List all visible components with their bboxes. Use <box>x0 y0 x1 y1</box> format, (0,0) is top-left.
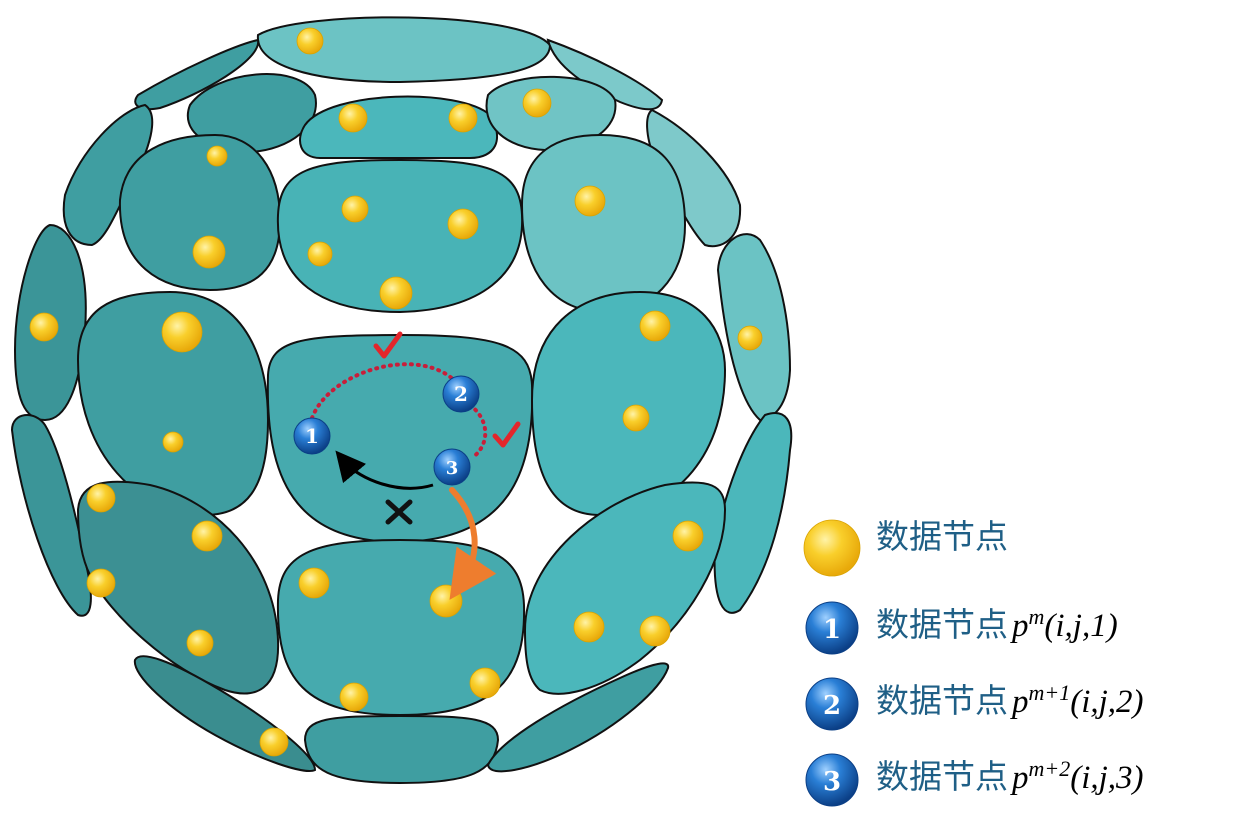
svg-text:3: 3 <box>823 767 841 797</box>
legend-text: 数据节点 <box>876 605 1008 644</box>
data-node <box>448 103 478 133</box>
data-node <box>339 682 369 712</box>
cell-upper-right-small <box>485 75 617 152</box>
data-node <box>341 195 369 223</box>
data-nodes <box>29 27 763 757</box>
data-node <box>338 103 368 133</box>
dotted-path-1-to-2 <box>310 362 458 420</box>
check-mark-icon <box>373 331 403 359</box>
cell-right-mid-upper <box>520 133 687 314</box>
data-node <box>186 629 214 657</box>
legend-text: 数据节点 <box>876 517 1008 556</box>
cell-right-mid <box>530 290 727 517</box>
blue-node-2-label: 2 <box>454 382 468 406</box>
legend-formula: pm+1(i,j,2) <box>1012 680 1144 720</box>
cell-far-right-lower <box>713 412 793 614</box>
data-node <box>522 88 552 118</box>
black-arrow-3-to-1 <box>335 450 434 490</box>
data-node <box>469 667 501 699</box>
data-node <box>447 208 479 240</box>
data-node <box>191 520 223 552</box>
data-node <box>161 311 203 353</box>
data-node <box>429 584 463 618</box>
yellow-data-node-icon <box>803 519 861 577</box>
cell-center-upper <box>276 158 524 314</box>
data-node <box>379 276 413 310</box>
legend-icons: 1 2 3 <box>803 519 861 807</box>
data-node <box>639 615 671 647</box>
data-node <box>29 312 59 342</box>
blue-node-3-label: 3 <box>446 458 459 479</box>
cross-mark-icon <box>385 499 413 525</box>
data-node <box>672 520 704 552</box>
data-node <box>298 567 330 599</box>
cell-right-lower <box>523 481 727 695</box>
blue-node-3: 3 <box>433 448 471 486</box>
cell-bottom-center <box>303 714 500 785</box>
sphere-cells <box>10 16 793 785</box>
data-node <box>206 145 228 167</box>
routing-annotations <box>310 331 521 600</box>
cell-top-center <box>256 16 552 84</box>
legend-formula: pm(i,j,1) <box>1012 604 1118 644</box>
blue-node-2-icon: 2 <box>805 677 859 731</box>
legend-formula: pm+2(i,j,3) <box>1012 756 1144 796</box>
blue-node-3-icon: 3 <box>805 753 859 807</box>
data-node <box>86 568 116 598</box>
data-node <box>259 727 289 757</box>
data-node <box>162 431 184 453</box>
dotted-path-2-to-3 <box>468 403 488 460</box>
svg-text:1: 1 <box>823 615 841 645</box>
legend-text: 数据节点 <box>876 757 1008 796</box>
legend-label-data-node: 数据节点 <box>876 520 1008 553</box>
orange-arrow-3-to-lower <box>449 487 497 600</box>
blue-node-1-icon: 1 <box>805 601 859 655</box>
blue-node-1: 1 <box>293 417 331 455</box>
svg-text:2: 2 <box>823 691 841 721</box>
data-node <box>192 235 226 269</box>
data-node <box>307 241 333 267</box>
legend-text: 数据节点 <box>876 681 1008 720</box>
data-node <box>737 325 763 351</box>
cell-left-mid-upper <box>118 133 282 292</box>
cell-bottom-right-strip <box>486 662 670 773</box>
data-node <box>574 185 606 217</box>
data-node <box>639 310 671 342</box>
data-node <box>573 611 605 643</box>
check-mark-icon <box>492 421 521 448</box>
data-node <box>296 27 324 55</box>
data-node <box>622 404 650 432</box>
blue-node-1-label: 1 <box>305 424 319 448</box>
data-node <box>86 483 116 513</box>
blue-node-2: 2 <box>442 375 480 413</box>
